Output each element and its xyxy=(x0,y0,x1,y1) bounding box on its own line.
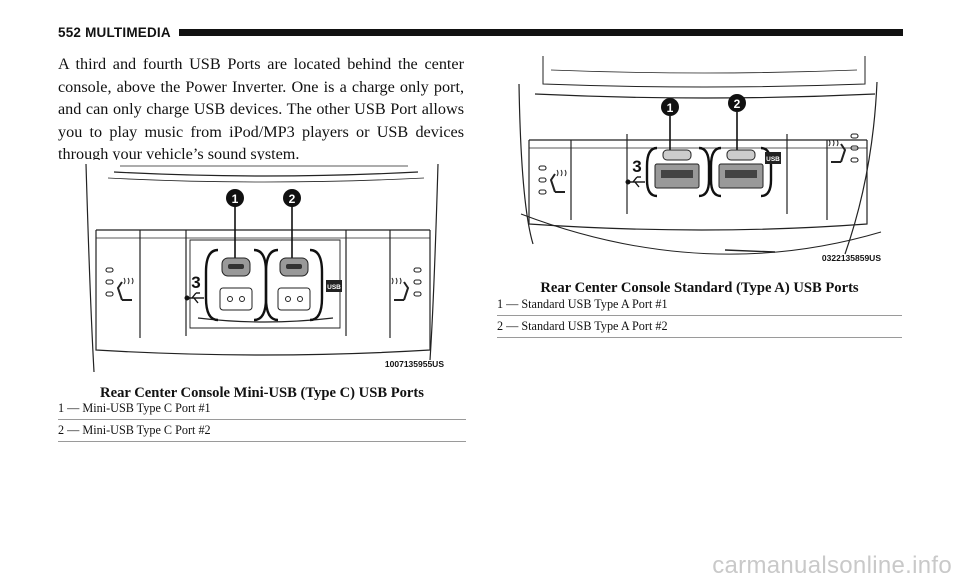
port-number-label: 3 xyxy=(632,157,641,176)
seat-heater-left-icon xyxy=(538,165,567,195)
svg-text:1: 1 xyxy=(667,101,674,115)
callout-2-marker: 2 xyxy=(283,189,301,207)
usb-c-port-1 xyxy=(204,248,268,322)
svg-text:2: 2 xyxy=(734,97,741,111)
seat-heater-right-icon xyxy=(828,133,859,163)
figure-type-c-ports: 1 2 3 xyxy=(78,160,450,375)
body-paragraph: A third and fourth USB Ports are located… xyxy=(58,55,464,164)
seat-heater-left-icon xyxy=(105,267,134,301)
page-header: 552 MULTIMEDIA xyxy=(58,22,903,42)
figure-caption-type-a: Rear Center Console Standard (Type A) US… xyxy=(540,280,859,296)
usb-symbol-icon xyxy=(625,176,645,188)
usb-symbol-icon xyxy=(184,292,204,304)
svg-text:USB: USB xyxy=(766,156,780,163)
legend-item: 2 — Standard USB Type A Port #2 xyxy=(497,316,902,338)
port-number-label: 3 xyxy=(191,273,200,292)
legend-item: 1 — Mini-USB Type C Port #1 xyxy=(58,398,466,420)
figure-type-a-ports: 1 2 3 xyxy=(515,54,887,270)
callout-1-marker: 1 xyxy=(226,189,244,207)
page-number: 552 MULTIMEDIA xyxy=(58,24,171,40)
console-illustration-type-a: 1 2 3 xyxy=(518,56,881,263)
figure-code: 1007135955US xyxy=(385,359,444,369)
usb-badge: USB xyxy=(326,280,342,292)
figure-caption-type-c: Rear Center Console Mini-USB (Type C) US… xyxy=(100,385,424,401)
usb-a-port-2 xyxy=(709,146,773,198)
seat-heater-right-icon xyxy=(391,267,422,301)
figure-legend-type-a: 1 — Standard USB Type A Port #1 2 — Stan… xyxy=(497,294,902,338)
figure-legend-type-c: 1 — Mini-USB Type C Port #1 2 — Mini-USB… xyxy=(58,398,466,442)
callout-2-marker: 2 xyxy=(728,94,746,112)
callout-1-marker: 1 xyxy=(661,98,679,116)
svg-text:USB: USB xyxy=(327,284,341,291)
console-illustration-type-c: 1 2 3 xyxy=(85,163,444,373)
svg-text:1: 1 xyxy=(232,192,239,206)
usb-a-port-1 xyxy=(645,146,711,198)
figure-code: 0322135859US xyxy=(822,253,881,263)
usb-badge: USB xyxy=(765,152,781,164)
watermark: carmanualsonline.info xyxy=(712,552,952,579)
usb-c-port-2 xyxy=(264,248,324,322)
header-rule xyxy=(178,28,903,36)
legend-item: 1 — Standard USB Type A Port #1 xyxy=(497,294,902,316)
svg-text:2: 2 xyxy=(289,192,296,206)
legend-item: 2 — Mini-USB Type C Port #2 xyxy=(58,420,466,442)
